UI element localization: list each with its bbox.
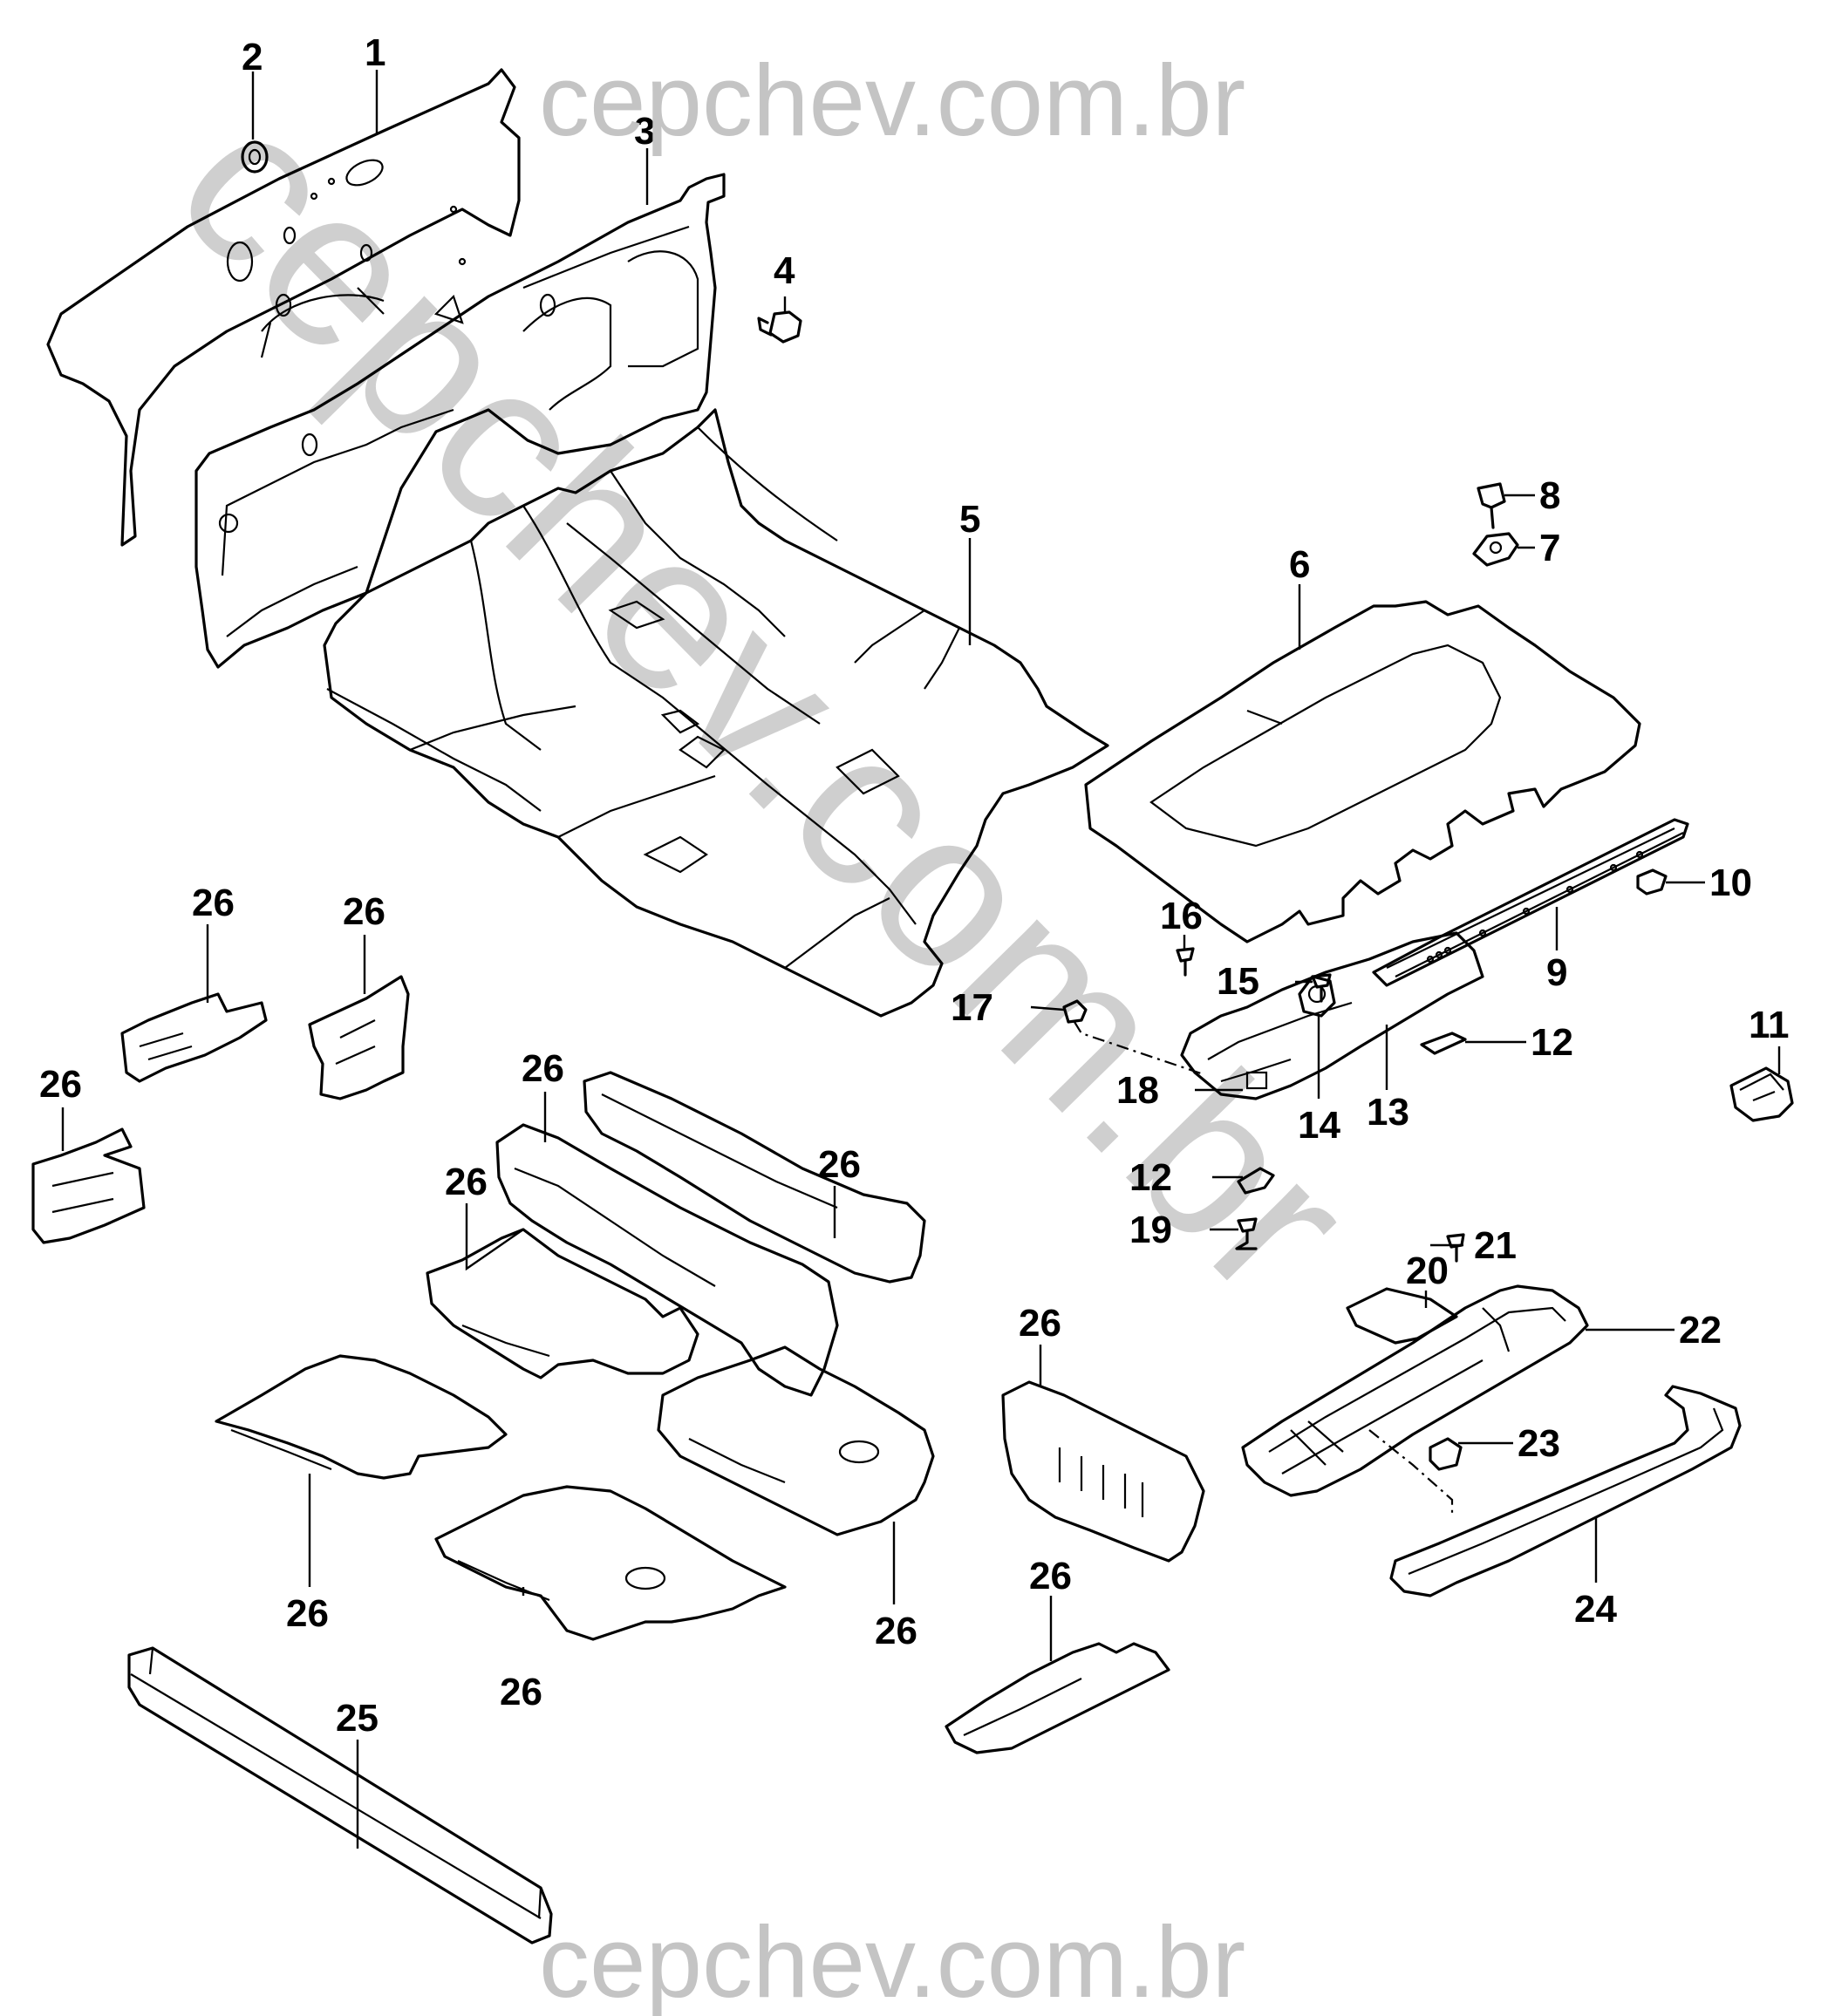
part-24-bumper-strip	[1389, 1385, 1742, 1597]
watermark-bottom: cepchev.com.br	[539, 1905, 1245, 2016]
callout-26g: 26	[286, 1592, 329, 1635]
callout-20: 20	[1406, 1250, 1449, 1292]
callout-19: 19	[1129, 1209, 1172, 1251]
part-17-cap	[1062, 999, 1088, 1024]
callout-11: 11	[1749, 1004, 1790, 1046]
part-6-rear-floor-panel	[1084, 600, 1641, 943]
part-26g-pad	[657, 1345, 935, 1536]
part-26d-pad	[495, 1123, 839, 1397]
part-25-foam-block	[127, 1646, 553, 1944]
callout-25: 25	[336, 1697, 379, 1740]
part-9-sill-plate	[1372, 818, 1689, 987]
callout-26f: 26	[445, 1161, 488, 1203]
callout-24: 24	[1574, 1588, 1617, 1631]
callout-1: 1	[365, 31, 385, 74]
callout-21: 21	[1474, 1224, 1517, 1267]
leader-lines	[61, 70, 1781, 1849]
callout-26b: 26	[343, 890, 385, 933]
part-26b-pad	[308, 975, 410, 1100]
watermark-top: cepchev.com.br	[539, 44, 1245, 157]
part-15-screw	[1311, 973, 1332, 1003]
callout-7: 7	[1539, 527, 1560, 569]
callout-26h: 26	[500, 1671, 542, 1713]
part-26i-pad	[434, 1485, 787, 1641]
part-16-screw	[1176, 947, 1195, 977]
callout-22: 22	[1679, 1309, 1722, 1352]
callout-14: 14	[1298, 1104, 1340, 1147]
callout-13: 13	[1367, 1091, 1409, 1134]
part-2-grommet	[241, 140, 269, 174]
callout-15: 15	[1217, 960, 1259, 1003]
callout-5: 5	[959, 498, 980, 541]
callout-2: 2	[242, 36, 263, 78]
part-26c-pad	[31, 1127, 146, 1244]
callout-26j: 26	[1019, 1302, 1061, 1345]
callout-18: 18	[1116, 1069, 1159, 1112]
part-8-bolt	[1477, 482, 1506, 529]
callout-26e: 26	[818, 1143, 861, 1186]
part-5-floor-carpet	[323, 408, 1109, 1018]
part-23-clip	[1429, 1437, 1463, 1471]
part-4-push-clip	[757, 310, 802, 344]
callout-26i: 26	[875, 1610, 917, 1652]
part-7-retainer	[1472, 532, 1519, 567]
part-26h-pad	[215, 1354, 508, 1480]
callout-4: 4	[774, 249, 795, 292]
callout-10: 10	[1709, 862, 1752, 904]
part-21-screw	[1446, 1233, 1465, 1263]
part-11-buckle	[1729, 1066, 1794, 1122]
part-26j-pad	[1001, 1380, 1205, 1563]
part-12b-clip	[1237, 1167, 1275, 1195]
callout-26c: 26	[39, 1063, 82, 1106]
part-12a-clip	[1420, 1032, 1467, 1055]
callout-3: 3	[634, 110, 655, 153]
callout-9: 9	[1546, 951, 1567, 994]
part-3-front-insulator	[194, 173, 726, 669]
part-1-dash-insulator	[46, 68, 521, 547]
part-26f-pad	[426, 1228, 699, 1379]
callout-26a: 26	[192, 882, 235, 924]
dash-23-22	[1368, 1429, 1454, 1513]
part-13-side-trim	[1180, 931, 1484, 1100]
part-26k-pad	[945, 1642, 1170, 1754]
callouts: 1 2 3 4 5 6 8 7 10 9 11 16 17 15 12 18 1…	[39, 31, 1790, 1740]
callout-23: 23	[1518, 1422, 1560, 1465]
part-20-bracket	[1346, 1287, 1458, 1345]
callout-26k: 26	[1029, 1555, 1072, 1597]
callout-6: 6	[1289, 543, 1310, 586]
part-22-rear-scuff-plate	[1241, 1284, 1589, 1497]
dash-17-13	[1074, 1021, 1204, 1076]
callout-17: 17	[951, 986, 993, 1029]
watermark-diagonal: cepchev.com.br	[132, 60, 1398, 1342]
callout-12a: 12	[1531, 1021, 1573, 1064]
part-19-bolt	[1235, 1217, 1258, 1250]
callout-8: 8	[1539, 474, 1560, 517]
callout-12b: 12	[1129, 1156, 1172, 1199]
part-26e-pad	[583, 1071, 926, 1284]
callout-16: 16	[1160, 895, 1203, 937]
part-10-cap	[1636, 868, 1668, 896]
part-26a-pad	[120, 992, 268, 1083]
callout-26d: 26	[522, 1047, 564, 1090]
